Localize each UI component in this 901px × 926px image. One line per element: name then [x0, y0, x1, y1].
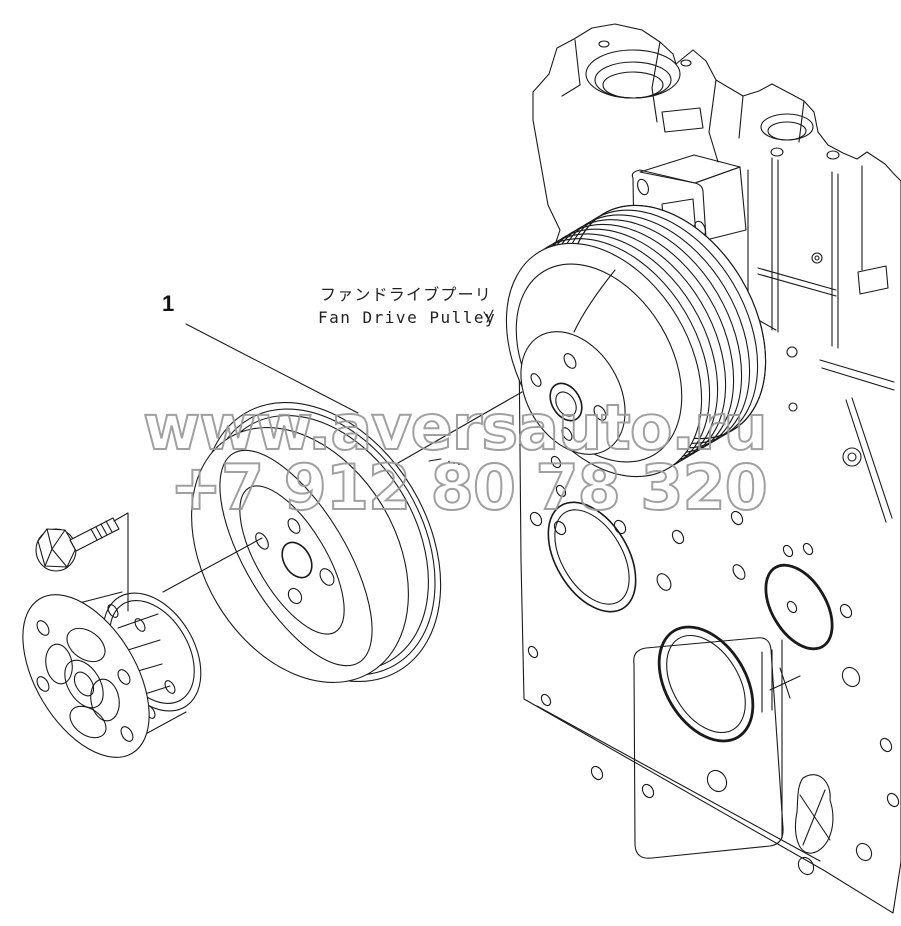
pulley-part-center-hole — [276, 537, 318, 583]
opening-c — [752, 554, 846, 661]
stray-mark — [484, 310, 493, 322]
pulley-hub — [500, 313, 647, 474]
pulley-part-face — [190, 428, 401, 689]
engine-block-outline — [519, 24, 901, 913]
hub-front-flange — [0, 573, 175, 779]
hub-front-holes — [35, 619, 136, 744]
mounting-bolt — [36, 518, 119, 571]
fan-pulley-part — [147, 359, 489, 724]
opening-a — [530, 487, 654, 627]
part1-leader-line — [186, 324, 358, 413]
timing-case-face — [530, 487, 846, 861]
assembly-centerline — [398, 392, 522, 463]
block-bolt-holes — [526, 509, 900, 877]
bolt-centerline — [114, 513, 128, 611]
teardrop-pocket — [796, 775, 833, 853]
bolt-threads — [70, 521, 112, 551]
part-label-english: Fan Drive Pulley — [318, 308, 497, 327]
fan-pulley-mounted — [466, 170, 806, 512]
pulley-face-holes — [529, 352, 608, 499]
hub-clover-cutouts — [43, 621, 123, 744]
fan-hub — [0, 573, 221, 779]
part-number-label: 1 — [162, 291, 175, 316]
leader-lines — [114, 324, 522, 611]
pulley-part-front-rim — [147, 388, 453, 722]
hub-centerline — [163, 538, 262, 592]
cylinder-bore-top — [586, 50, 680, 98]
block-side-structure — [744, 158, 894, 522]
dash-dot-marks — [429, 459, 460, 465]
engine-block — [484, 24, 901, 913]
cylinder-bore-top-right — [761, 114, 839, 159]
part-label-japanese: ファンドライブプーリ — [320, 285, 493, 304]
opening-b — [640, 610, 772, 757]
hub-center-hole — [70, 669, 97, 700]
top-deck-lines — [562, 40, 804, 162]
pulley-center-hole — [544, 378, 589, 427]
pulley-part-holes — [253, 517, 337, 606]
